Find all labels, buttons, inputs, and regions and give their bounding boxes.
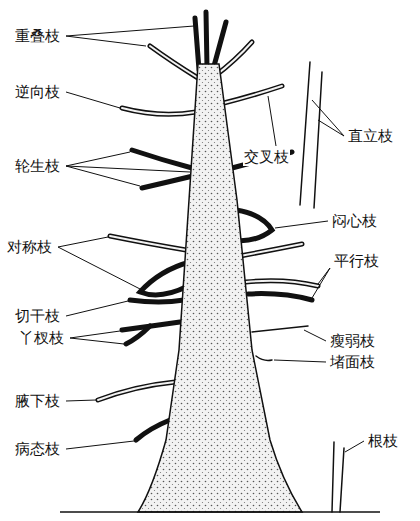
branch-label: 堵面枝	[329, 353, 376, 371]
branch-label: 直立枝	[347, 127, 394, 145]
branch-label: 重叠枝	[14, 27, 61, 45]
branch-label: 轮生枝	[14, 157, 61, 175]
branch-label: 切干枝	[14, 307, 61, 325]
branch-label: 闷心枝	[331, 212, 378, 230]
branch-label: 对称枝	[6, 238, 53, 256]
branch-label: 逆向枝	[14, 83, 61, 101]
branch-label: 交叉枝	[243, 148, 290, 166]
branch-label: 瘦弱枝	[329, 332, 376, 350]
branch-label: 平行枝	[333, 252, 380, 270]
branch-label: 腋下枝	[14, 392, 61, 410]
branch-label: 根枝	[367, 432, 399, 450]
branch-label: 病态枝	[14, 440, 61, 458]
branch-label: 丫杈枝	[18, 329, 65, 347]
